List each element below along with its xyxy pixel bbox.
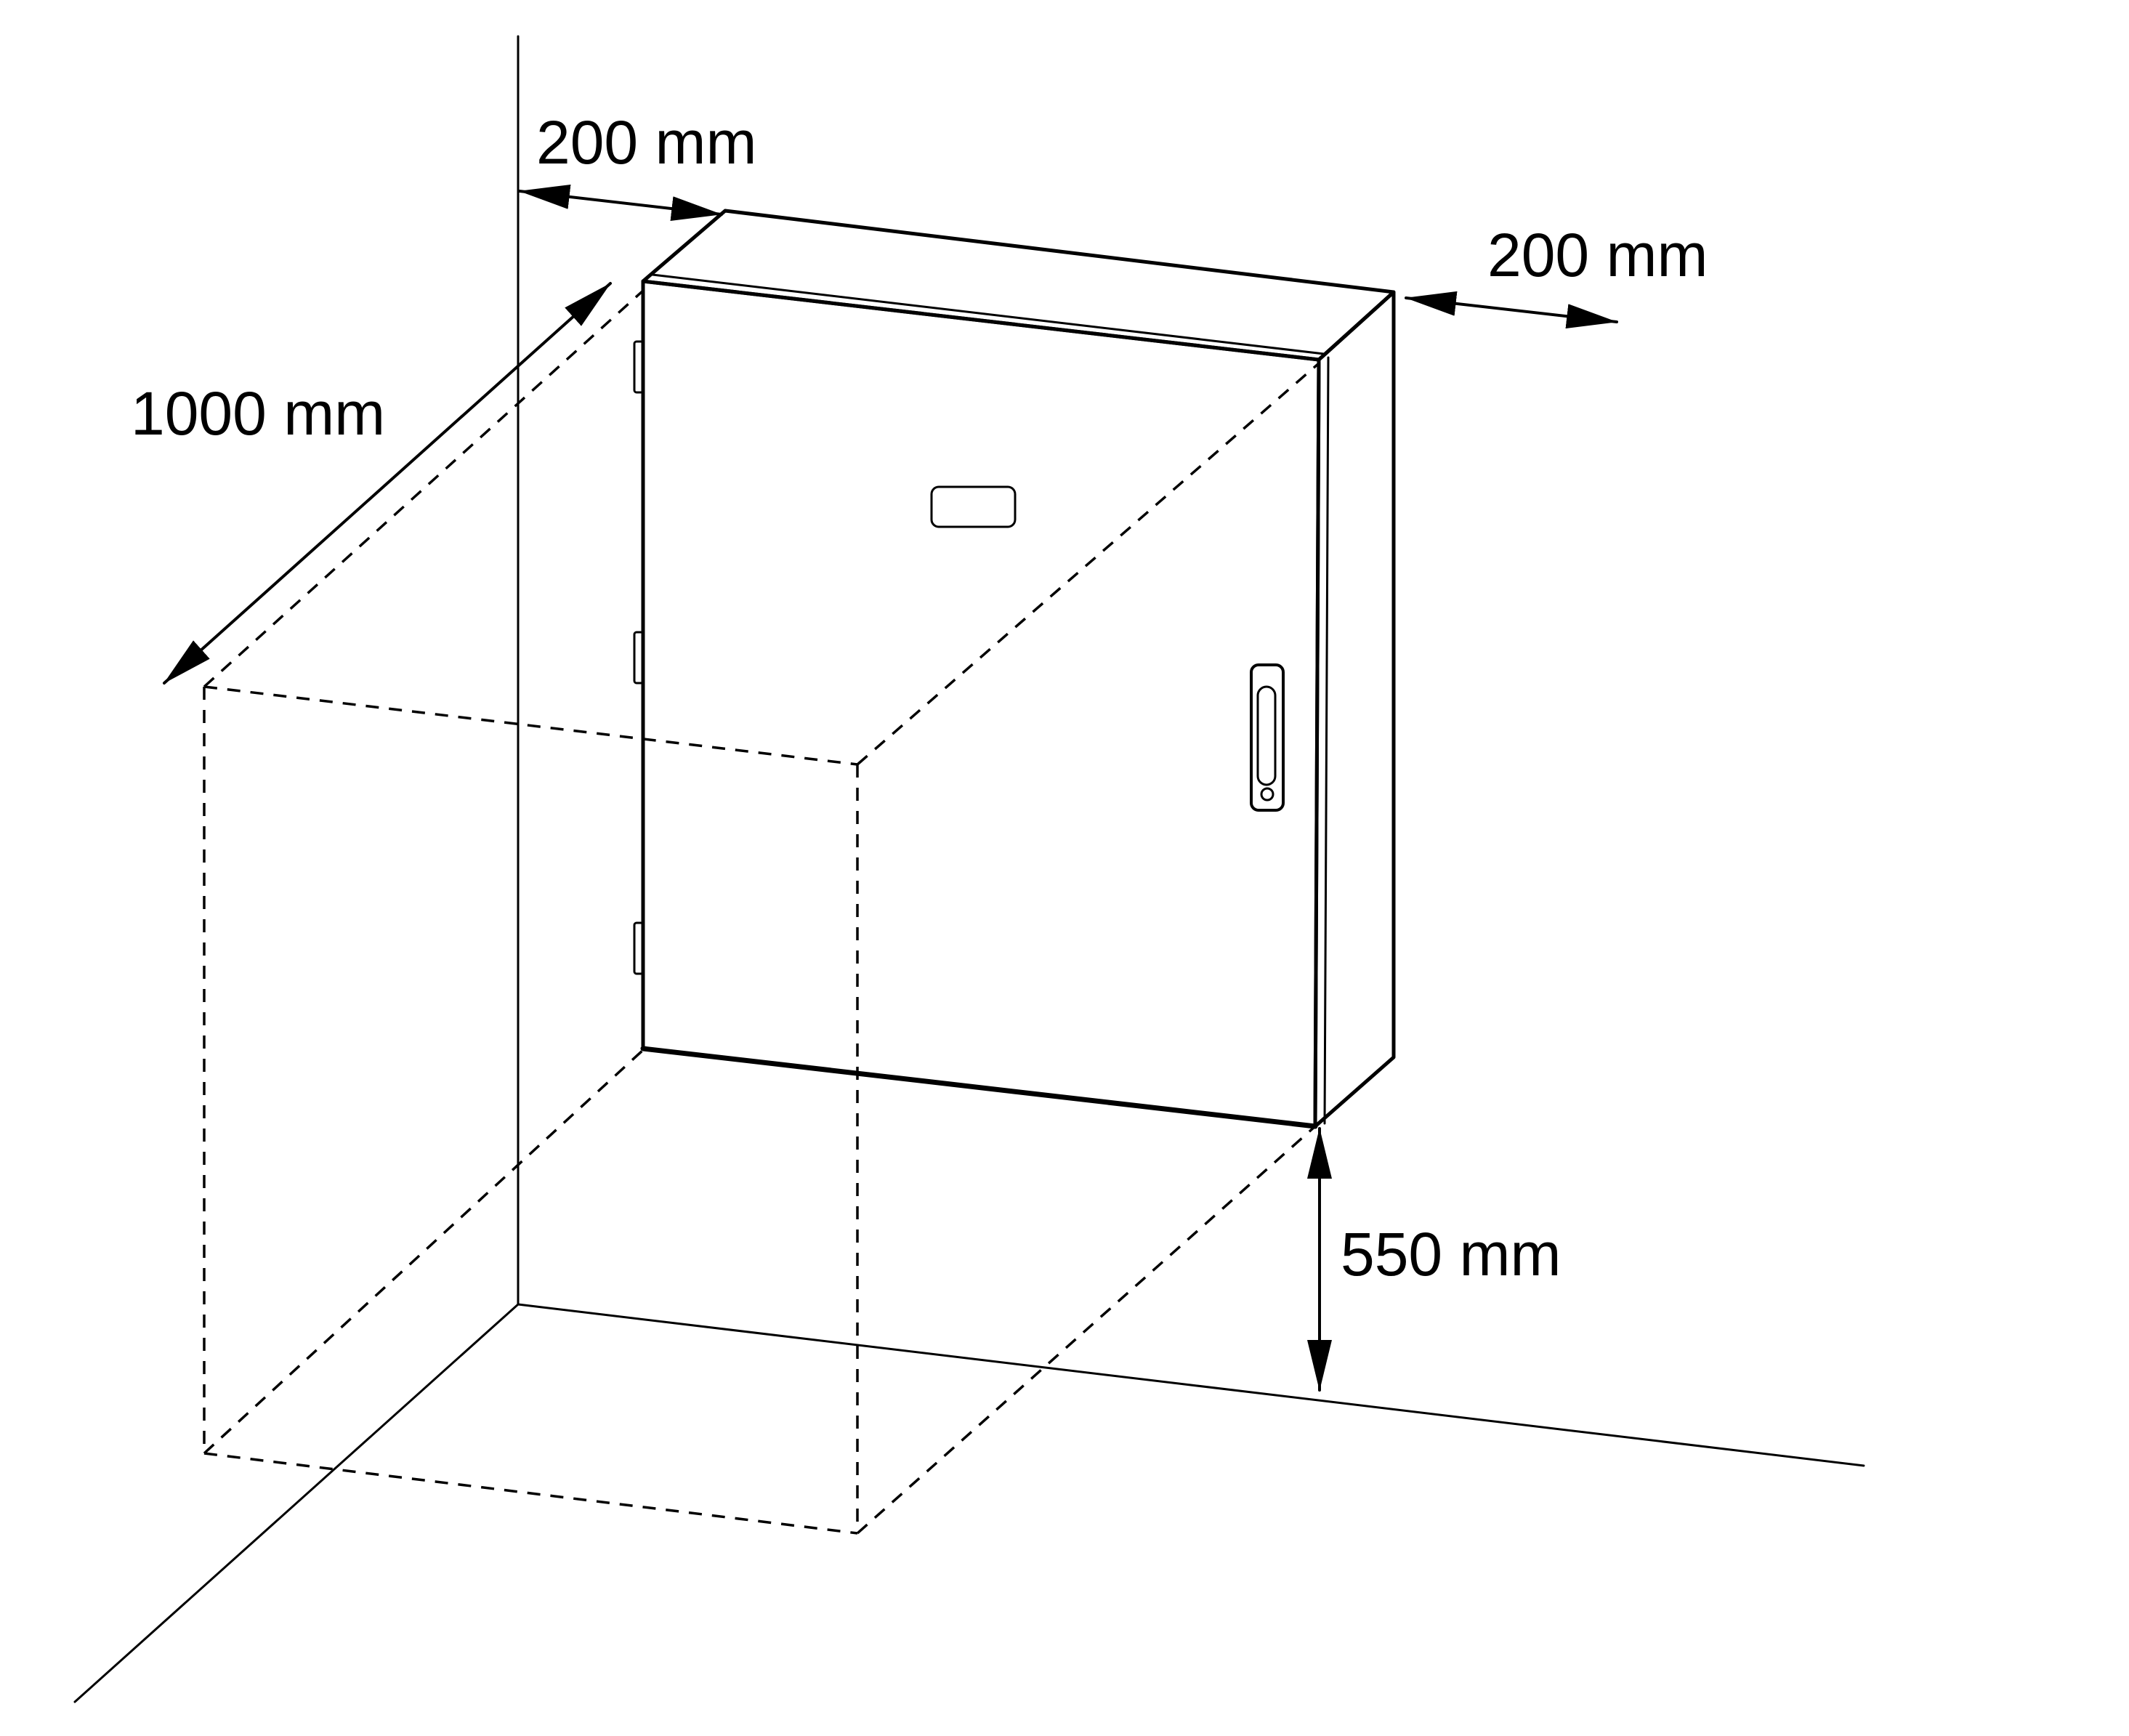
floor-clearance-label: 550 mm [1341, 1220, 1561, 1288]
display-window-icon [930, 485, 1017, 528]
clearance-edge [856, 1125, 1317, 1535]
double-arrow-icon [163, 282, 612, 685]
hinge-icon [633, 921, 645, 975]
cabinet-icon [633, 209, 1396, 1129]
cabinet-door [641, 279, 1321, 1129]
cabinet-top [641, 209, 1396, 362]
door-handle-icon [1250, 663, 1285, 812]
front-clearance-label: 1000 mm [131, 379, 385, 448]
clearance-zone [203, 289, 1320, 1535]
door-front-edge [1323, 356, 1330, 1125]
front-dimension: 1000 mm [131, 282, 612, 685]
clearance-edge [856, 362, 1320, 766]
clearance-edge [203, 1049, 645, 1455]
top-left-dimension: 200 mm [518, 108, 756, 221]
floor-dimension: 550 mm [1307, 1127, 1561, 1392]
double-arrow-icon [518, 185, 723, 221]
top-right-dimension: 200 mm [1405, 221, 1708, 329]
clearance-edge [203, 1452, 858, 1535]
top-left-clearance-label: 200 mm [536, 108, 756, 177]
clearance-edge [203, 289, 645, 688]
floor-left-line [73, 1303, 520, 1703]
hinge-icon [633, 340, 645, 394]
top-right-clearance-label: 200 mm [1487, 221, 1708, 289]
floor-wall-line [517, 1303, 1865, 1467]
hinge-icon [633, 631, 645, 685]
double-arrow-icon [1405, 291, 1618, 329]
door-top-edge [651, 273, 1325, 355]
door-bottom-edge [640, 1046, 1318, 1129]
clearance-edge [203, 685, 858, 766]
